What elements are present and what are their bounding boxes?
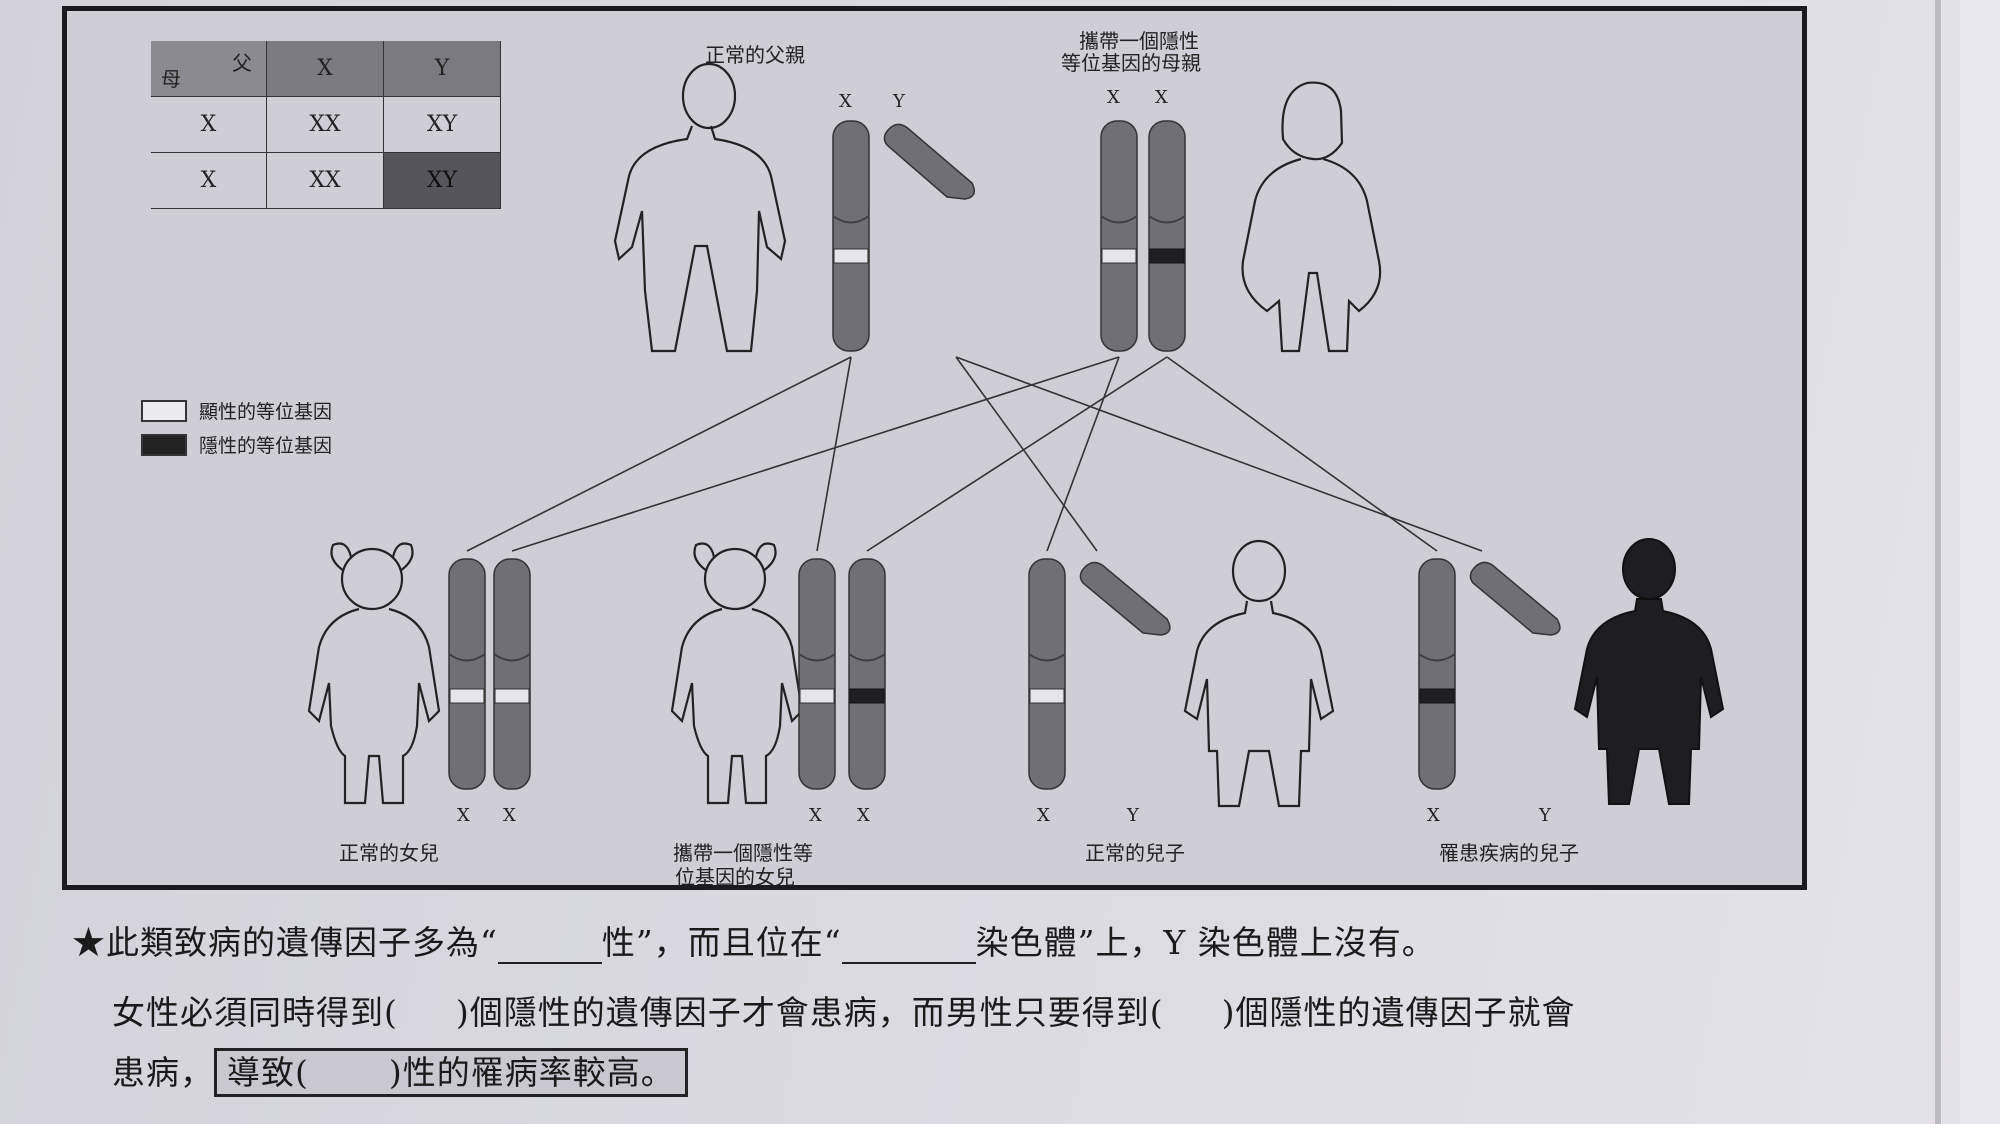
legend-dominant: 顯性的等位基因: [141, 397, 332, 424]
punnett-cell: XY: [384, 97, 501, 153]
father-chr-x-label: X: [839, 91, 852, 112]
diagram-frame: 父 母 X Y X XX XY X XX XY 顯性的等位基因 隱性的等位基因: [62, 6, 1807, 890]
q2-text-c: )個隱性的遺傳因子就會: [1221, 993, 1576, 1032]
punnett-father-label: 父: [232, 51, 252, 75]
daughter2-x-chromosome-1: [798, 558, 836, 790]
father-x-chromosome: [832, 120, 870, 352]
legend-recessive-label: 隱性的等位基因: [199, 435, 333, 457]
daughter1-x-chromosome-2: [493, 558, 531, 790]
affected-son-figure: [1573, 538, 1725, 805]
mother-x-chromosome-2: [1148, 120, 1186, 352]
son2-chr-x-label: X: [1427, 805, 1440, 826]
punnett-col-header: Y: [384, 41, 501, 97]
punnett-cell: XX: [267, 153, 384, 209]
daughter2-chr-x2-label: X: [857, 805, 870, 826]
q3-text-a: 患病，: [112, 1053, 214, 1092]
inheritance-diagram: [307, 62, 1725, 808]
question-line-3: 患病， 導致( )性的罹病率較高。: [112, 1046, 688, 1097]
father-chr-y-label: Y: [893, 91, 905, 112]
punnett-row-header: X: [151, 97, 267, 153]
daughter2-x-chromosome-2: [848, 558, 886, 790]
punnett-mother-label: 母: [161, 67, 181, 91]
son1-y-chromosome: [1079, 561, 1171, 636]
question-line-1: ★此類致病的遺傳因子多為“ 性”，而且位在“ 染色體”上，Y 染色體上沒有。: [72, 916, 1436, 964]
son2-x-chromosome: [1418, 558, 1456, 790]
carrier-daughter-figure: [670, 542, 804, 805]
q1-text-a: ★此類致病的遺傳因子多為“: [72, 923, 498, 962]
affected-son-label: 罹患疾病的兒子: [1439, 841, 1579, 865]
dominance-blank[interactable]: [497, 923, 602, 964]
legend-dominant-label: 顯性的等位基因: [199, 401, 333, 423]
son1-x-chromosome: [1028, 558, 1066, 790]
punnett-cell-affected: XY: [384, 153, 501, 209]
punnett-corner: 父 母: [151, 41, 267, 97]
q3-text-b: 導致(: [227, 1053, 309, 1092]
q3-text-c: )性的罹病率較高。: [388, 1053, 675, 1092]
son2-y-chromosome: [1469, 561, 1561, 636]
mother-chr-x2-label: X: [1155, 87, 1168, 108]
paper-edge: [1935, 0, 1941, 1124]
father-y-chromosome: [883, 123, 976, 200]
q1-text-b: 性”，而且位在“: [601, 923, 842, 962]
son2-chr-y-label: Y: [1539, 805, 1551, 826]
question-line-2: 女性必須同時得到( )個隱性的遺傳因子才會患病，而男性只要得到( )個隱性的遺傳因子…: [112, 986, 1576, 1034]
chromosome-blank[interactable]: [841, 923, 976, 964]
daughter1-chr-x1-label: X: [457, 805, 470, 826]
punnett-square: 父 母 X Y X XX XY X XX XY: [151, 41, 501, 209]
mother-label-line2: 等位基因的母親: [1061, 51, 1201, 75]
paper-edge-right: [1960, 0, 2000, 1124]
mother-label-line1: 攜帶一個隱性: [1079, 29, 1199, 53]
daughter2-chr-x1-label: X: [809, 805, 822, 826]
q2-text-b: )個隱性的遺傳因子才會患病，而男性只要得到(: [455, 993, 1164, 1032]
legend-recessive: 隱性的等位基因: [141, 431, 332, 458]
dominant-swatch: [141, 399, 187, 422]
normal-son-figure: [1183, 539, 1335, 808]
mother-chr-x1-label: X: [1107, 87, 1120, 108]
highlighted-conclusion: 導致( )性的罹病率較高。: [214, 1048, 688, 1097]
q1-text-c: 染色體”上，Y 染色體上沒有。: [975, 923, 1436, 962]
normal-son-label: 正常的兒子: [1085, 841, 1185, 865]
mother-figure: [1241, 81, 1382, 353]
carrier-daughter-label-line2: 位基因的女兒: [675, 865, 795, 889]
father-figure: [613, 62, 787, 353]
q2-text-a: 女性必須同時得到(: [112, 993, 398, 1032]
daughter1-x-chromosome-1: [448, 558, 486, 790]
carrier-daughter-label-line1: 攜帶一個隱性等: [673, 841, 813, 865]
mother-x-chromosome-1: [1100, 120, 1138, 352]
normal-daughter-figure: [307, 542, 441, 805]
daughter1-chr-x2-label: X: [503, 805, 516, 826]
punnett-cell: XX: [267, 97, 384, 153]
son1-chr-y-label: Y: [1127, 805, 1139, 826]
recessive-swatch: [141, 433, 187, 456]
inheritance-lines: [466, 356, 1483, 552]
father-label: 正常的父親: [705, 43, 805, 67]
punnett-row-header: X: [151, 153, 267, 209]
normal-daughter-label: 正常的女兒: [339, 841, 439, 865]
son1-chr-x-label: X: [1037, 805, 1050, 826]
punnett-col-header: X: [267, 41, 384, 97]
